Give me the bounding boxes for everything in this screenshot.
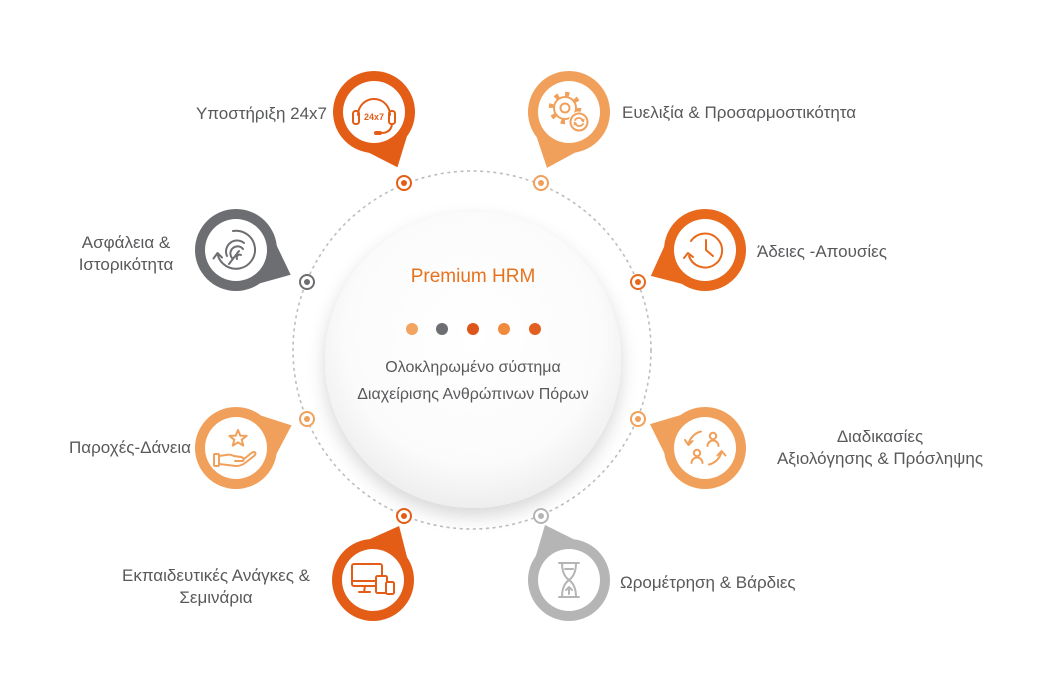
marker-benefits [299, 411, 315, 427]
label-flexibility: Ευελιξία & Προσαρμοστικότητα [622, 103, 856, 122]
bubble-inner [205, 417, 267, 479]
marker-training [396, 508, 412, 524]
label-training-line-1: Εκπαιδευτικές Ανάγκες & [122, 566, 311, 585]
center-subtitle-line-1: Ολοκληρωμένο σύστημα [385, 359, 560, 376]
marker-evaluation [630, 411, 646, 427]
gear-refresh-icon [548, 91, 590, 133]
label-training-line-2: Σεμινάρια [179, 588, 252, 607]
headset-24x7-icon: 24x7 [352, 98, 396, 135]
person-icon [692, 448, 702, 458]
bubble-inner [343, 81, 405, 143]
feature-leave-absences: Άδειες -Απουσίες [630, 209, 887, 291]
clock-icon [683, 232, 724, 269]
feature-training-seminars: Εκπαιδευτικές Ανάγκες & Σεμινάρια [122, 508, 414, 621]
marker-timekeeping [533, 508, 549, 524]
fingerprint-history-icon [212, 229, 256, 270]
label-evaluation-line-2: Αξιολόγησης & Πρόσληψης [777, 449, 983, 468]
label-leave: Άδειες -Απουσίες [757, 242, 887, 261]
label-evaluation-line-1: Διαδικασίες [837, 427, 923, 446]
bubble-evaluation [649, 407, 746, 489]
headset-icon-text: 24x7 [364, 112, 384, 122]
feature-support-24x7: 24x7 Υποστήριξη 24x7 [196, 71, 415, 191]
people-exchange-icon [684, 430, 727, 466]
center-subtitle-line-2: Διαχείρισης Ανθρώπινων Πόρων [357, 386, 589, 403]
bubble-inner [205, 219, 267, 281]
bubble-support: 24x7 [333, 71, 415, 168]
label-security-line-1: Ασφάλεια & [82, 233, 171, 252]
marker-flexibility [533, 175, 549, 191]
bubble-timekeeping [528, 525, 610, 621]
feature-timekeeping-shifts: Ωρομέτρηση & Βάρδιες [528, 508, 796, 621]
center-title: Premium HRM [411, 266, 536, 287]
hand-star-icon [213, 429, 257, 467]
person-icon [708, 431, 718, 441]
center-disc-background [325, 212, 621, 508]
center-dot-5 [529, 323, 541, 335]
star-icon [228, 429, 248, 447]
bubble-flexibility [528, 71, 610, 168]
center-dot-3 [467, 323, 479, 335]
center-dot-4 [498, 323, 510, 335]
label-timekeeping: Ωρομέτρηση & Βάρδιες [620, 573, 796, 592]
marker-leave [630, 274, 646, 290]
feature-flexibility: Ευελιξία & Προσαρμοστικότητα [528, 71, 856, 191]
phone-icon [385, 581, 395, 595]
feature-benefits-loans: Παροχές-Δάνεια [69, 407, 315, 489]
center-dot-1 [406, 323, 418, 335]
center-dot-2 [436, 323, 448, 335]
label-benefits: Παροχές-Δάνεια [69, 438, 191, 457]
center-dots [406, 323, 541, 335]
devices-icon [351, 563, 395, 595]
marker-security [299, 274, 315, 290]
bubble-inner [538, 81, 600, 143]
bubble-leave [650, 209, 746, 291]
bubble-security [195, 209, 291, 291]
label-security-line-2: Ιστορικότητα [79, 255, 174, 274]
feature-evaluation-recruitment: Διαδικασίες Αξιολόγησης & Πρόσληψης [630, 407, 983, 489]
dashed-orbit-ring [292, 170, 652, 530]
hourglass-icon [558, 562, 580, 598]
bubble-inner [674, 417, 736, 479]
bubble-benefits [195, 407, 292, 489]
center-disc: Premium HRM Ολοκληρωμένο σύστημα Διαχείρ… [325, 212, 621, 508]
label-support: Υποστήριξη 24x7 [196, 104, 327, 123]
feature-security-history: Ασφάλεια & Ιστορικότητα [79, 209, 315, 291]
marker-support [396, 175, 412, 191]
bubble-training [332, 525, 414, 621]
